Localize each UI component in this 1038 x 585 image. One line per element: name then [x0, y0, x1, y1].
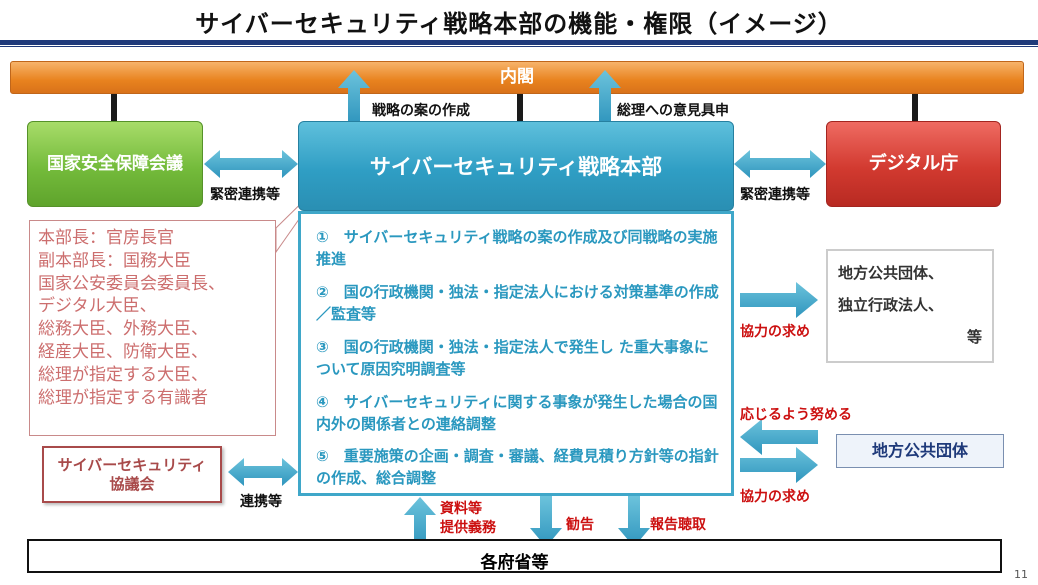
function-item: ④ サイバーセキュリティに関する事象が発生した場合の国内外の関係者との連絡調整 [316, 393, 718, 433]
arrow-up-data [404, 497, 436, 549]
arrow-right-request [740, 282, 818, 318]
nsc-box: 国家安全保障会議 [27, 121, 203, 207]
arrow-down-recommend [530, 496, 562, 547]
member-line: デジタル大臣、 [38, 296, 157, 317]
member-line: 副本部長：国務大臣 [38, 250, 191, 271]
arrow-left-respond [740, 419, 818, 455]
member-line: 本部長：官房長官 [38, 228, 174, 248]
page-number: 11 [1014, 568, 1028, 581]
members-box: 本部長：官房長官 副本部長：国務大臣 国家公安委員会委員長、 デジタル大臣、 総… [29, 220, 276, 436]
label-coop: 連携等 [240, 494, 282, 510]
function-item: ① サイバーセキュリティ戦略の案の作成及び同戦略の実施推進 [316, 228, 718, 268]
label-data-provide: 資料等 提供義務 [440, 501, 496, 536]
member-line: 総務大臣、外務大臣、 [38, 319, 208, 340]
local-body-line: 等 [966, 328, 982, 346]
local-body-line: 独立行政法人、 [838, 296, 944, 314]
local-bodies-box: 地方公共団体、 独立行政法人、 等 [826, 249, 994, 363]
ministries-box: 各府省等 [27, 539, 1002, 573]
arrow-up-opinion [589, 70, 621, 124]
label-request-coop-2: 協力の求め [740, 489, 810, 505]
label-pm-opinion: 総理への意見具申 [617, 103, 729, 119]
hq-box: サイバーセキュリティ戦略本部 [298, 121, 734, 211]
local-body-line: 地方公共団体、 [838, 264, 944, 282]
arrow-double-council [228, 458, 298, 486]
arrow-up-plan [338, 70, 370, 124]
member-line: 総理が指定する有識者 [38, 387, 208, 408]
function-item: ② 国の行政機関・独法・指定法人における対策基準の作成／監査等 [316, 283, 719, 323]
connector-line [912, 94, 918, 121]
label-recommend: 勧告 [566, 517, 594, 533]
connector-line [517, 94, 523, 121]
arrow-down-report [618, 496, 650, 547]
arrow-double-left [204, 150, 298, 178]
member-line: 国家公安委員会委員長、 [38, 273, 225, 294]
member-line: 経産大臣、防衛大臣、 [38, 341, 208, 362]
member-line: 総理が指定する大臣、 [38, 364, 208, 385]
arrow-double-right [734, 150, 826, 178]
label-respond: 応じるよう努める [740, 407, 852, 423]
digital-agency-box: デジタル庁 [826, 121, 1001, 207]
local-gov-box: 地方公共団体 [836, 434, 1004, 468]
council-box: サイバーセキュリティ 協議会 [42, 446, 222, 503]
functions-box: ① サイバーセキュリティ戦略の案の作成及び同戦略の実施推進 ② 国の行政機関・独… [298, 211, 734, 496]
title-rule-thin [0, 46, 1038, 47]
label-request-coop-1: 協力の求め [740, 324, 810, 340]
cabinet-box: 内閣 [10, 61, 1024, 94]
label-close-coop-right: 緊密連携等 [740, 187, 810, 203]
title-rule [0, 40, 1038, 45]
connector-line [111, 94, 117, 121]
label-report: 報告聴取 [650, 517, 706, 533]
label-close-coop-left: 緊密連携等 [210, 187, 280, 203]
arrow-right-request2 [740, 447, 818, 483]
function-item: ③ 国の行政機関・独法・指定法人で発生し た重大事象について原因究明調査等 [316, 338, 709, 378]
label-plan-creation: 戦略の案の作成 [372, 103, 470, 119]
function-item: ⑤ 重要施策の企画・調査・審議、経費見積り方針等の指針の作成、総合調整 [316, 447, 719, 487]
page-title: サイバーセキュリティ戦略本部の機能・権限（イメージ） [195, 10, 843, 38]
